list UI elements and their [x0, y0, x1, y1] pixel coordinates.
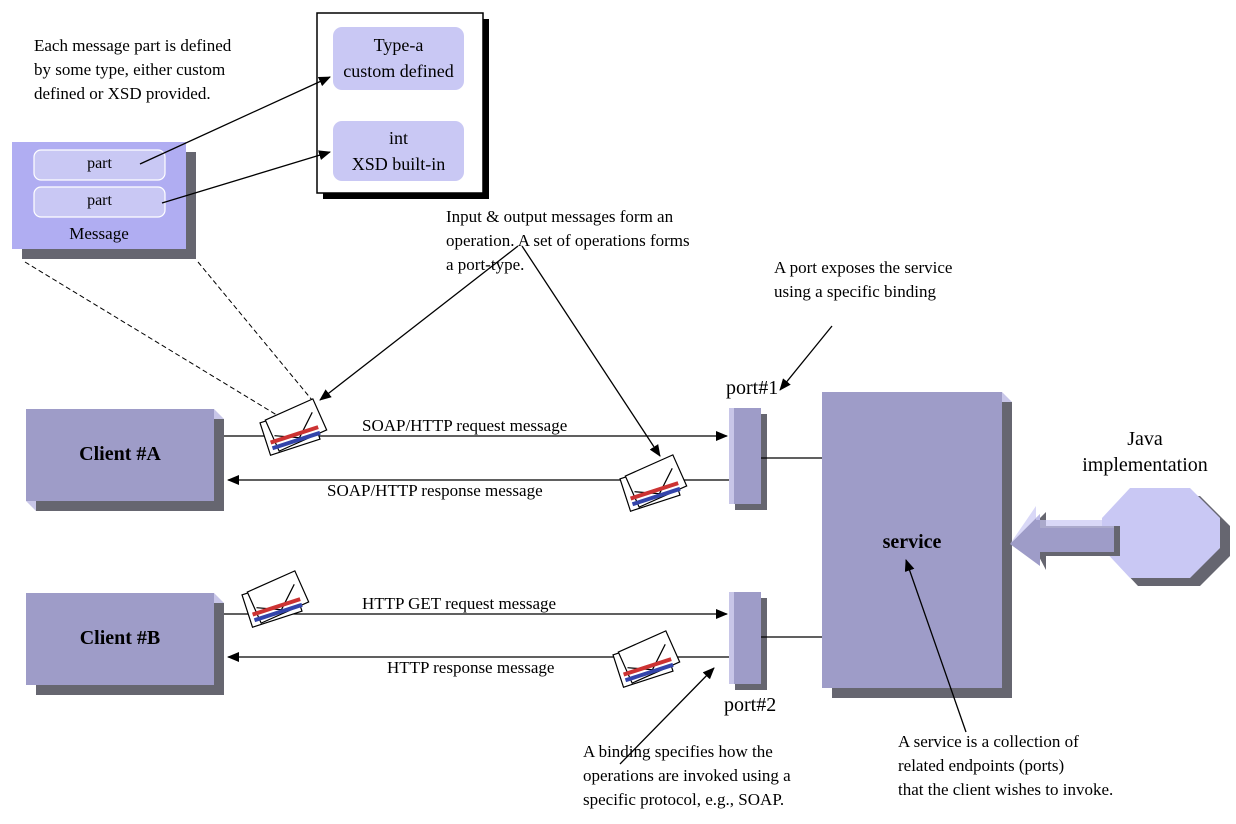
- type-a-box: [333, 27, 464, 90]
- dashed-line-right: [197, 261, 313, 401]
- envelope-icon: [241, 570, 310, 628]
- int-type-label: int XSD built-in: [351, 128, 446, 174]
- message-part-1: [33, 149, 166, 181]
- service-note: A service is a collection of related end…: [898, 732, 1114, 799]
- message-part-note: Each message part is defined by some typ…: [34, 36, 232, 103]
- message-box: [12, 142, 196, 259]
- port-1-box: [729, 408, 767, 510]
- note-arrow: [161, 150, 331, 204]
- soap-response-label: SOAP/HTTP response message: [327, 481, 543, 500]
- java-octagon: [1102, 488, 1230, 586]
- client-b-box: [26, 593, 224, 695]
- type-container: [316, 12, 489, 199]
- soap-request-label: SOAP/HTTP request message: [362, 416, 568, 435]
- note-arrow: [619, 667, 715, 765]
- port-2-box: [729, 592, 767, 690]
- note-arrow: [779, 325, 833, 391]
- implementation-arrow: [1010, 506, 1120, 570]
- binding-note: A binding specifies how the operations a…: [583, 742, 791, 809]
- java-implementation-label: Java implementation: [1082, 428, 1208, 476]
- envelope-icon: [259, 398, 328, 456]
- int-type-box: [333, 121, 464, 181]
- client-a-box: [26, 409, 224, 511]
- part-1-label: part: [87, 155, 112, 172]
- note-arrow: [904, 559, 967, 733]
- client-a-label: Client #A: [79, 443, 161, 465]
- port-1-label: port#1: [726, 377, 779, 399]
- client-b-label: Client #B: [79, 627, 161, 649]
- envelope-icon: [612, 630, 681, 688]
- service-box: [822, 392, 1012, 698]
- note-arrow: [521, 245, 661, 457]
- service-label: service: [882, 531, 942, 553]
- note-arrow: [319, 245, 519, 401]
- port-note: A port exposes the service using a speci…: [774, 258, 953, 301]
- operation-note: Input & output messages form an operatio…: [446, 207, 690, 274]
- get-request-label: HTTP GET request message: [362, 594, 557, 613]
- part-2-label: part: [87, 192, 112, 209]
- message-title: Message: [69, 224, 129, 243]
- note-arrow: [139, 76, 331, 165]
- dashed-line-left: [24, 261, 286, 421]
- envelope-icon: [619, 454, 688, 512]
- http-response-label: HTTP response message: [387, 658, 555, 677]
- type-a-label: Type-a custom defined: [343, 35, 454, 81]
- port-2-label: port#2: [724, 694, 777, 716]
